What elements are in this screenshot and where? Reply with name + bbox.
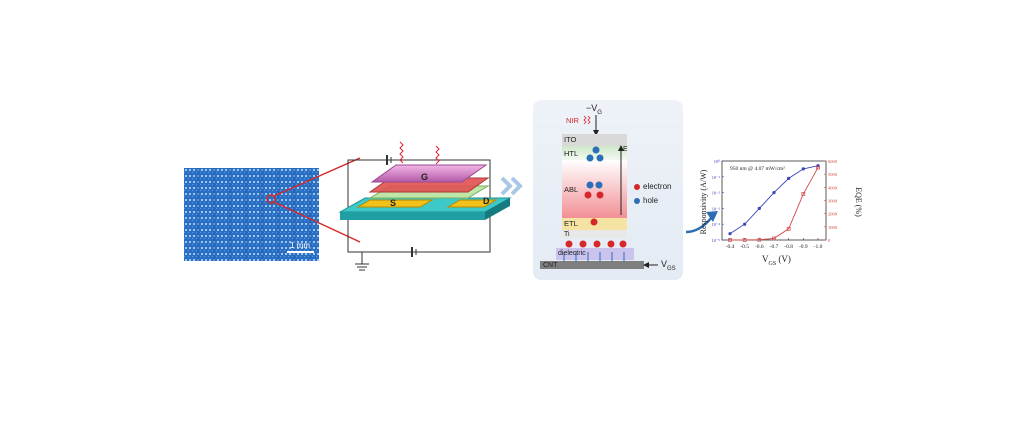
curved-arrow-head bbox=[706, 211, 718, 222]
y-left-tick-label: 10⁻² bbox=[712, 191, 721, 196]
series-point-0 bbox=[801, 167, 805, 171]
substrate-side-right bbox=[485, 198, 510, 220]
y-right-tick-label: 6000 bbox=[828, 159, 838, 164]
ground-icon bbox=[355, 263, 369, 271]
layer-ti bbox=[562, 230, 627, 238]
x-tick-label: -0.8 bbox=[784, 244, 793, 250]
y-left-tick-label: 10⁻¹ bbox=[712, 175, 721, 180]
field-label: E bbox=[623, 146, 628, 153]
abl-label: ABL bbox=[564, 185, 579, 194]
zoom-line-bottom bbox=[273, 201, 361, 243]
layer-abl bbox=[562, 160, 627, 218]
chart-title: 950 nm @ 4.07 mW/cm² bbox=[730, 166, 785, 172]
y-left-tick-label: 10⁻³ bbox=[712, 206, 721, 211]
source-label: S bbox=[390, 198, 396, 208]
legend-hole-label: hole bbox=[643, 196, 659, 205]
legend-electron-label: electron bbox=[643, 182, 672, 191]
source-electrode bbox=[356, 199, 434, 208]
substrate-side bbox=[340, 212, 485, 220]
chevron-right-icon bbox=[500, 176, 523, 196]
scale-bar-label: 1 mm bbox=[290, 241, 310, 250]
zoom-circle bbox=[266, 194, 276, 204]
y-right-tick-label: 5000 bbox=[828, 172, 838, 177]
battery-bottom-icon bbox=[411, 247, 417, 257]
nir-waves bbox=[399, 141, 440, 165]
x-tick-label: -0.7 bbox=[770, 244, 779, 250]
legend-hole-dot bbox=[634, 198, 640, 204]
x-tick-label: -0.5 bbox=[740, 244, 749, 250]
y-right-tick-label: 0 bbox=[828, 238, 831, 243]
micrograph-column-stripes bbox=[197, 168, 311, 261]
electron-markers bbox=[565, 191, 627, 248]
series-point-0 bbox=[757, 206, 761, 210]
series-point-1 bbox=[757, 237, 762, 242]
pink-ball-layer bbox=[370, 164, 488, 183]
htl-label: HTL bbox=[564, 149, 579, 158]
series-line-1 bbox=[729, 167, 819, 241]
stack-panel bbox=[533, 100, 683, 280]
series-point-0 bbox=[728, 232, 732, 236]
series-point-1 bbox=[742, 238, 747, 242]
y-right-tick-label: 1000 bbox=[828, 225, 838, 230]
y-right-tick-label: 4000 bbox=[828, 185, 838, 190]
dielectric-label: dielectric bbox=[558, 250, 586, 257]
layer-cnt bbox=[540, 261, 644, 269]
series-point-0 bbox=[787, 176, 791, 180]
battery-top-icon bbox=[386, 155, 392, 165]
series-point-1 bbox=[786, 226, 791, 231]
ti-label: Ti bbox=[564, 231, 570, 238]
plot-frame bbox=[721, 160, 827, 241]
vgs-label: VGS bbox=[661, 259, 676, 272]
drain-electrode bbox=[446, 199, 498, 208]
ito-label: ITO bbox=[564, 135, 577, 144]
cnt-label: CNT bbox=[543, 262, 558, 269]
nir-wave-icons bbox=[583, 115, 591, 125]
y-left-tick-label: 10⁻⁵ bbox=[712, 238, 721, 243]
series-point-0 bbox=[743, 222, 747, 226]
y-right-tick-label: 2000 bbox=[828, 212, 838, 217]
series-point-0 bbox=[772, 191, 776, 195]
nir-label: NIR bbox=[566, 116, 579, 125]
x-tick-label: -0.6 bbox=[755, 244, 764, 250]
micrograph-image bbox=[184, 168, 319, 261]
x-tick-label: -0.9 bbox=[799, 244, 808, 250]
layer-ito bbox=[562, 134, 627, 146]
legend-electron-dot bbox=[634, 184, 640, 190]
drain-label: D bbox=[483, 196, 490, 206]
x-tick-label: -1.0 bbox=[814, 244, 823, 250]
field-lines bbox=[563, 252, 625, 262]
curved-arrow-icon bbox=[685, 216, 713, 234]
hole-markers bbox=[586, 146, 604, 189]
x-tick-label: -0.4 bbox=[726, 244, 735, 250]
chart-panel: -0.4 -0.5 -0.6 -0.7 -0.8 -0.9 -1.0 10⁻⁵ 10⁻⁴ 10⁻³… bbox=[712, 159, 838, 250]
y-left-tick-label: 10⁻⁴ bbox=[712, 222, 721, 227]
chart-ylabel-left: Responsivity (A/W) bbox=[699, 169, 708, 235]
y-right-tick-label: 3000 bbox=[828, 199, 838, 204]
chart-ylabel-right: EQE (%) bbox=[854, 187, 863, 217]
etl-label: ETL bbox=[564, 219, 578, 228]
series-point-1 bbox=[772, 236, 776, 241]
device-panel: G S D bbox=[338, 141, 512, 271]
y-left-tick-label: 10⁰ bbox=[714, 159, 721, 164]
series-point-1 bbox=[728, 238, 732, 242]
gate-label: G bbox=[421, 172, 428, 182]
series-point-1 bbox=[801, 192, 806, 196]
chart-xlabel: VGS (V) bbox=[762, 254, 791, 267]
zoom-line-top bbox=[273, 157, 361, 197]
gate-bias-label: −VG bbox=[586, 103, 602, 116]
series-point-1 bbox=[816, 165, 820, 170]
